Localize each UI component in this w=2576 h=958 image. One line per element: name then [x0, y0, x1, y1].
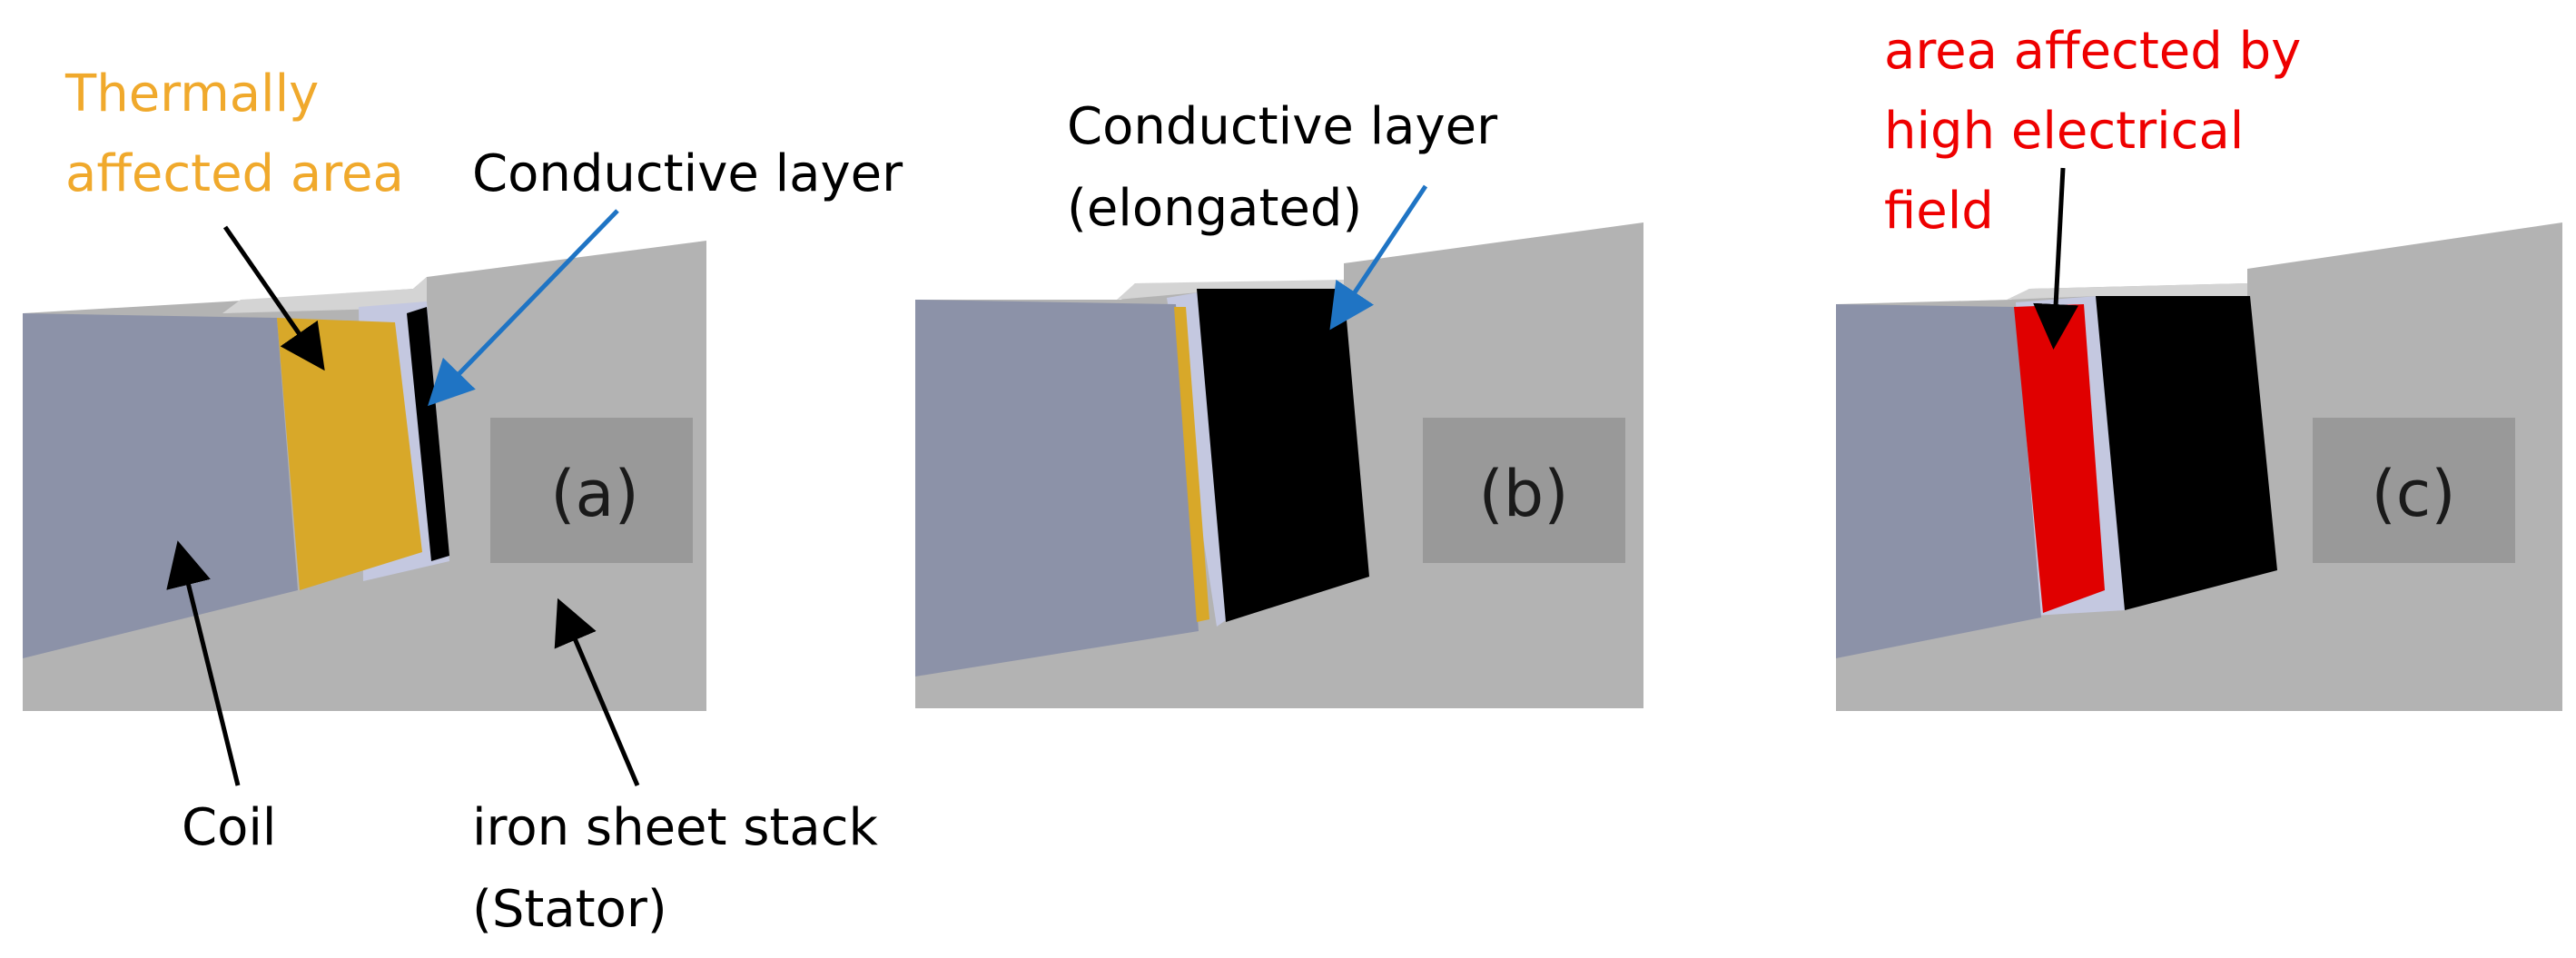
coil [915, 300, 1199, 677]
thermally-affected-area [277, 318, 422, 590]
conductive-layer-label: Conductive layer [472, 144, 903, 203]
slot-top [222, 277, 427, 313]
conductive-elongated-arrow [1329, 184, 1428, 331]
coil-arrow [166, 540, 241, 786]
conductive-layer-arrow [428, 209, 619, 407]
conductive-elongated-label-line2: (elongated) [1067, 179, 1362, 238]
thermally-affected-area [1174, 307, 1209, 622]
stator-label-line1: iron sheet stack [472, 798, 878, 857]
coil-label: Coil [182, 798, 276, 857]
field-label-line2: high electrical [1884, 102, 2244, 161]
panel-c-label: (c) [2371, 457, 2455, 531]
panel-c-label-box [2313, 418, 2515, 563]
high-field-area [2014, 304, 2105, 613]
panel-b-label: (b) [1478, 457, 1568, 531]
panel-c: (c) area affected by high electrical fie… [1836, 22, 2562, 711]
thermal-arrow [222, 225, 325, 371]
stator-arrow [554, 598, 640, 786]
thermal-label-line1: Thermally [64, 64, 319, 123]
field-label-line1: area affected by [1884, 22, 2301, 81]
thermal-label-line2: affected area [65, 144, 404, 203]
coil [1836, 304, 2041, 658]
field-label-line3: field [1884, 182, 1994, 241]
panel-a: (a) Thermally affected area Conductive l… [23, 64, 903, 939]
conductive-layer [1197, 289, 1369, 622]
conductive-layer [2096, 296, 2277, 610]
conductive-elongated-label-line1: Conductive layer [1067, 97, 1498, 156]
slot-top [2007, 283, 2247, 300]
conductive-layer [407, 307, 449, 561]
field-arrow [2033, 167, 2079, 350]
panel-a-label: (a) [550, 457, 639, 531]
panel-b: (b) Conductive layer (elongated) [915, 97, 1643, 708]
panel-a-label-box [490, 418, 693, 563]
coil [23, 313, 298, 658]
stator-label-line2: (Stator) [472, 880, 667, 939]
panel-b-label-box [1423, 418, 1625, 563]
